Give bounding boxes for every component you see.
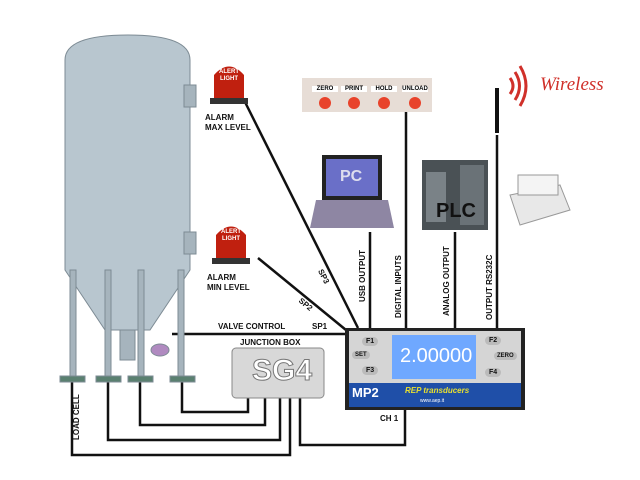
junction-box-model: SG4 bbox=[251, 354, 313, 388]
load-cell-label: LOAD CELL bbox=[72, 394, 81, 440]
device-model: MP2 bbox=[352, 385, 379, 400]
ch1-cable bbox=[298, 398, 407, 447]
load-cell-cable-1 bbox=[70, 380, 292, 457]
antenna-icon bbox=[495, 88, 499, 133]
printer-icon bbox=[509, 174, 571, 226]
valve-icon bbox=[150, 343, 170, 357]
unload-button-label: UNLOAD bbox=[402, 86, 428, 92]
digital-inputs-label: DIGITAL INPUTS bbox=[394, 255, 403, 318]
f1-key[interactable]: F1 bbox=[362, 337, 379, 346]
sp2-cable bbox=[257, 257, 347, 331]
alert-light-max bbox=[210, 66, 248, 104]
load-cell-cable-3 bbox=[138, 380, 267, 427]
device-website: www.aep.it bbox=[420, 398, 445, 404]
zero-key[interactable]: ZERO bbox=[494, 352, 517, 360]
f2-key[interactable]: F2 bbox=[485, 336, 502, 345]
plc-icon bbox=[422, 160, 488, 230]
laptop-icon bbox=[310, 155, 394, 228]
panel-buttons bbox=[319, 97, 421, 109]
print-button-label: PRINT bbox=[341, 86, 367, 92]
wireless-label: Wireless bbox=[540, 74, 604, 95]
f3-key[interactable]: F3 bbox=[362, 366, 379, 375]
junction-box bbox=[231, 347, 325, 399]
load-cell-cable-2 bbox=[106, 380, 282, 442]
usb-output-label: USB OUTPUT bbox=[358, 250, 367, 302]
display-value: 2.00000 bbox=[400, 345, 473, 367]
ch1-label: CH 1 bbox=[380, 414, 399, 423]
pc-label: PC bbox=[340, 168, 363, 185]
junction-box-label: JUNCTION BOX bbox=[240, 338, 301, 347]
plc-label: PLC bbox=[436, 200, 476, 222]
sp1-label: SP1 bbox=[312, 322, 328, 331]
f4-key[interactable]: F4 bbox=[485, 368, 502, 377]
set-key[interactable]: SET bbox=[352, 351, 370, 359]
hold-button-label: HOLD bbox=[371, 86, 397, 92]
valve-control-label: VALVE CONTROL bbox=[218, 322, 286, 331]
output-rs232c-label: OUTPUT RS232C bbox=[485, 254, 494, 320]
tank bbox=[59, 34, 197, 383]
alert-light-min bbox=[212, 226, 250, 264]
analog-output-label: ANALOG OUTPUT bbox=[442, 246, 451, 316]
device-brand: REP transducers bbox=[405, 386, 470, 395]
wireless-icon bbox=[508, 65, 528, 107]
sp3-cable bbox=[243, 101, 360, 329]
zero-button-label: ZERO bbox=[312, 86, 338, 92]
load-cell-cable-4 bbox=[180, 380, 250, 414]
